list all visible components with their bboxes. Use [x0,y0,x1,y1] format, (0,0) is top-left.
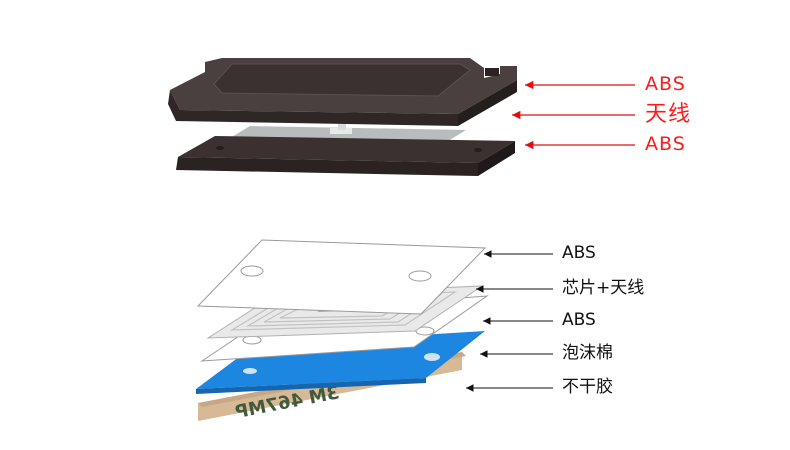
top-arrows [512,80,635,150]
bottom-label-abs-lower: ABS [562,310,596,330]
bottom-label-foam: 泡沫棉 [562,343,613,363]
abs-upper-layer [196,239,487,315]
top-label-abs-base: ABS [645,133,686,155]
top-label-antenna: 天线 [645,102,692,127]
bottom-label-abs-top: ABS [562,243,596,263]
bottom-label-chip-antenna: 芯片+天线 [562,278,645,298]
bottom-arrows [466,250,553,392]
bottom-label-adhesive: 不干胶 [562,377,613,397]
top-cover-layer [168,58,517,126]
top-label-abs-cover: ABS [645,73,686,95]
bottom-base-layer [176,136,515,176]
